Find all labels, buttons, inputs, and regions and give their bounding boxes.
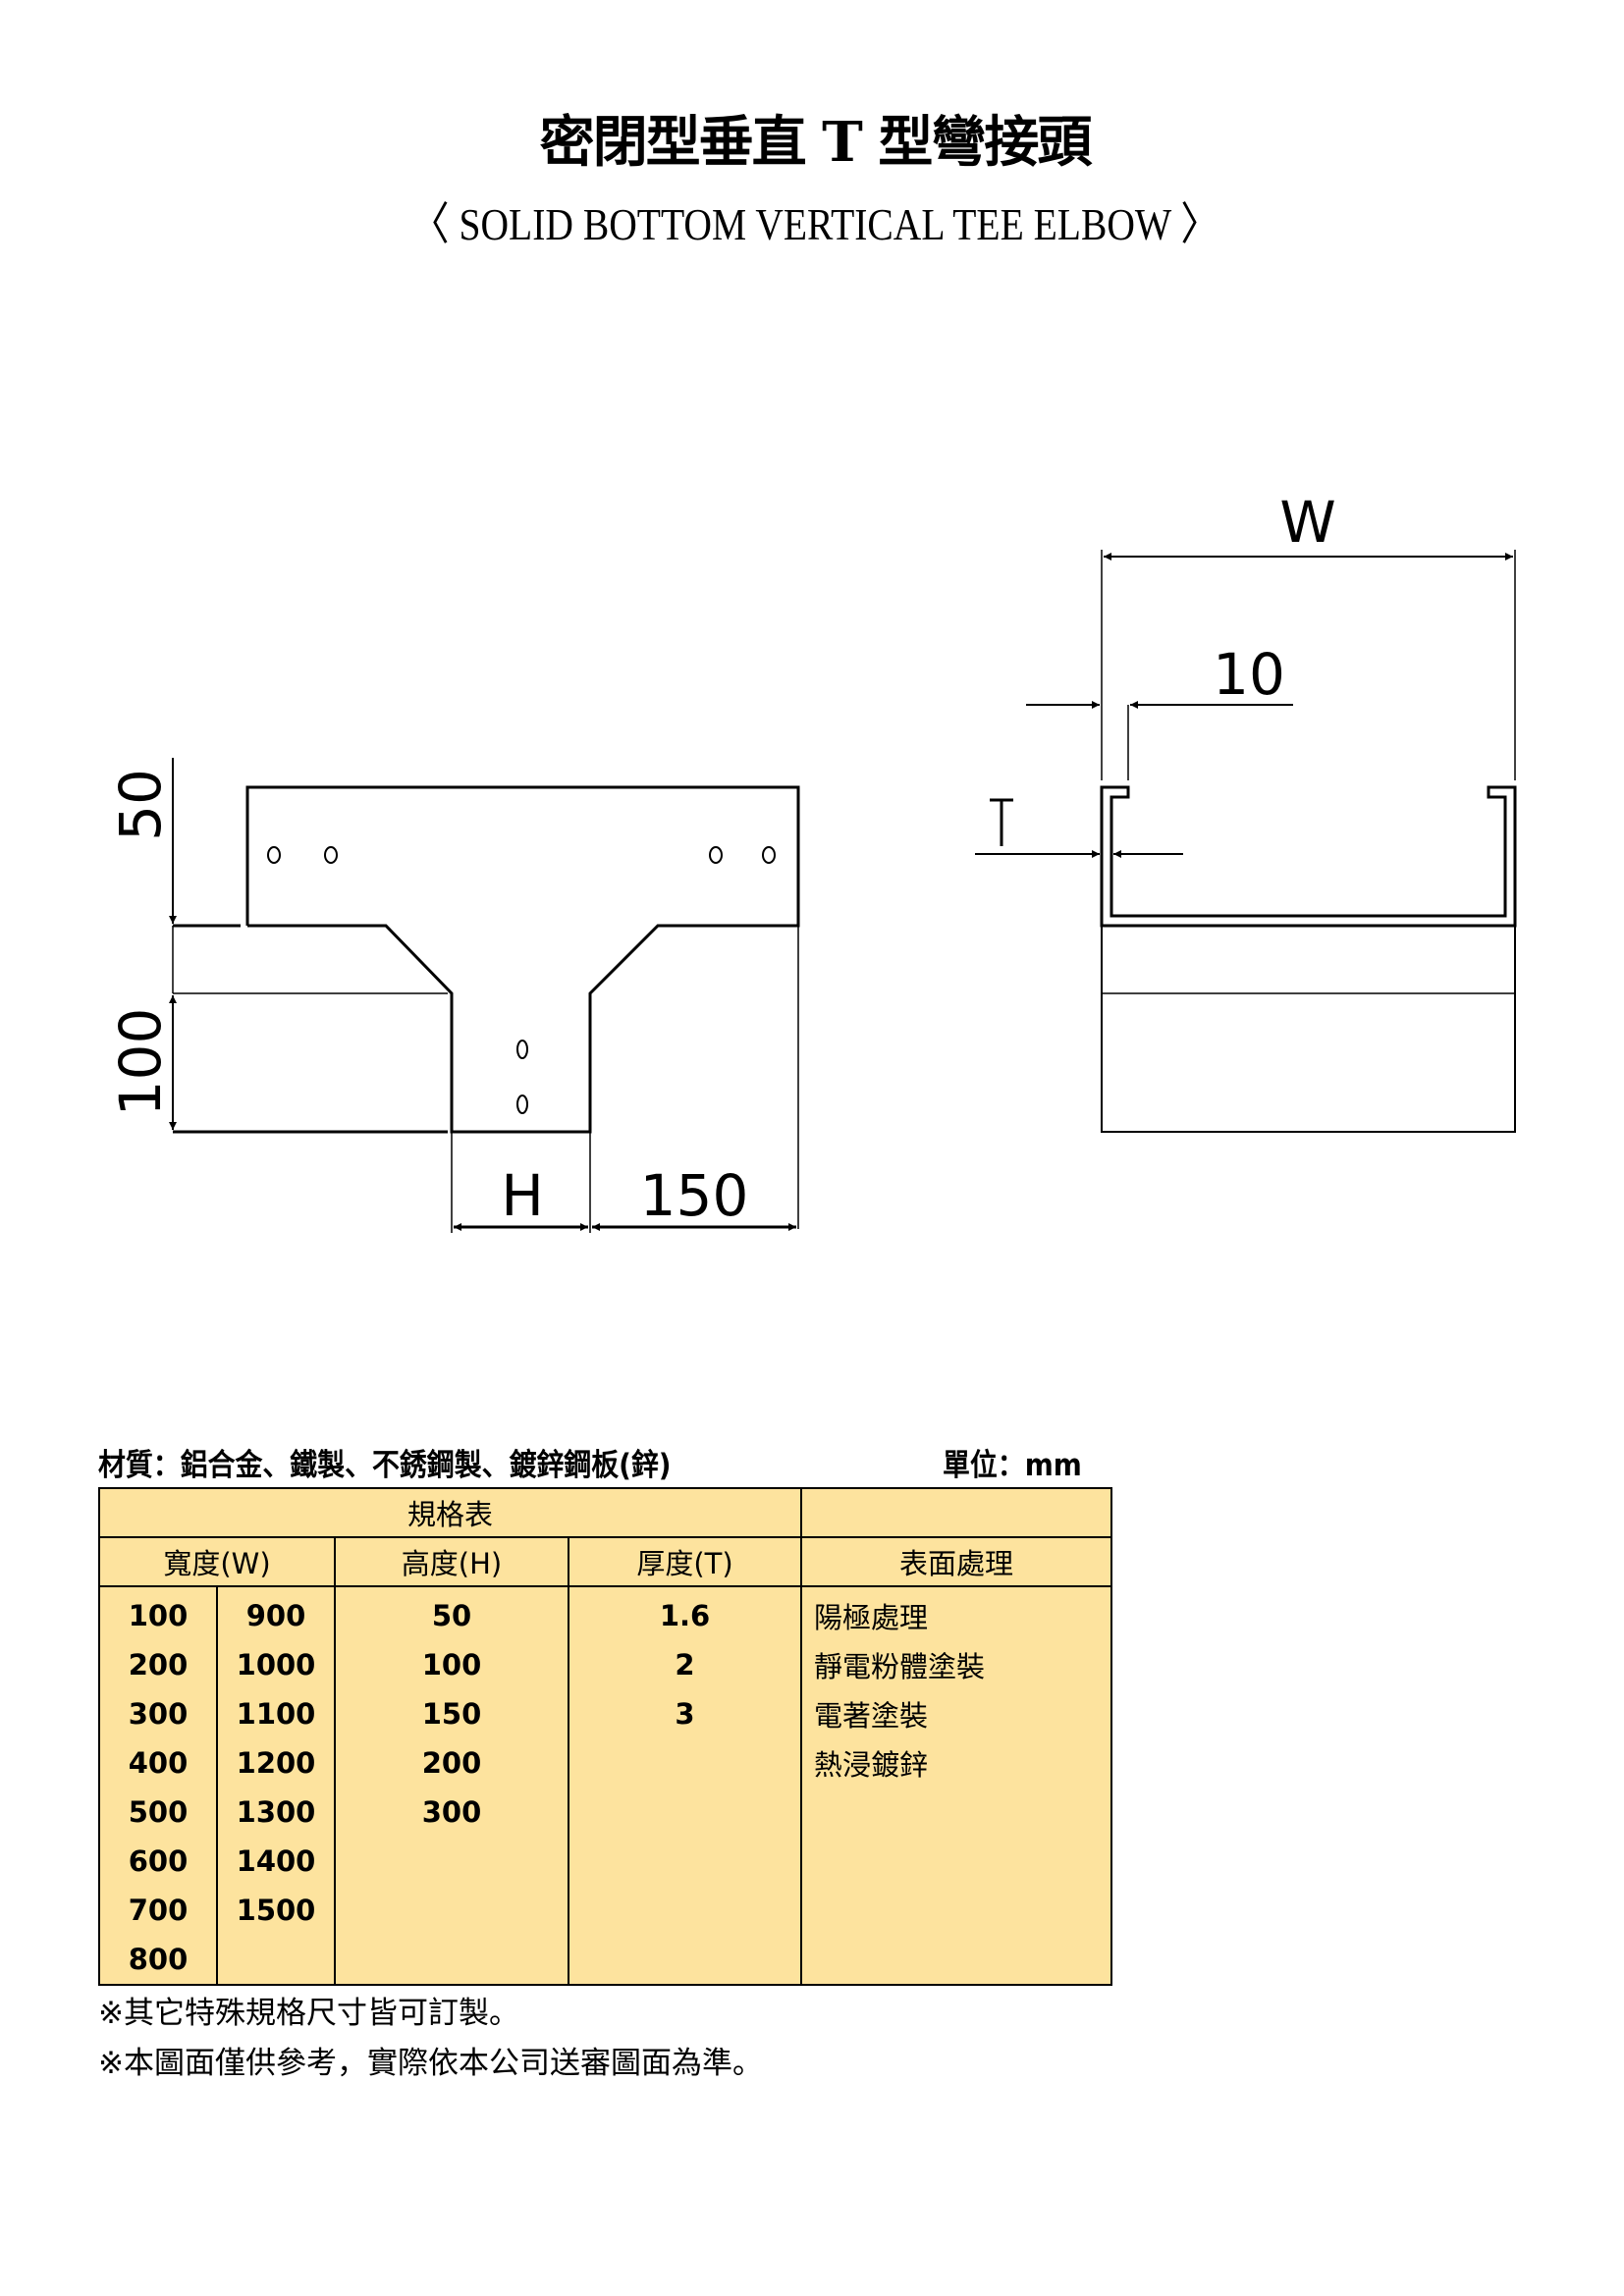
height-cell: [334, 1935, 569, 1986]
table-row: 800: [98, 1935, 1112, 1986]
surface-cell: 熱浸鍍鋅: [800, 1738, 1112, 1788]
width-cell: 900: [216, 1586, 336, 1640]
surface-cell: 靜電粉體塗裝: [800, 1640, 1112, 1689]
dim-label-100: 100: [107, 1008, 174, 1117]
height-cell: 150: [334, 1689, 569, 1738]
technical-drawing: 50 100 H 150 W 10 T: [107, 489, 1517, 1233]
thickness-cell: [568, 1886, 802, 1935]
width-cell: 1300: [216, 1788, 336, 1837]
surface-cell: [800, 1935, 1112, 1986]
surface-cell: [800, 1788, 1112, 1837]
thickness-cell: [568, 1788, 802, 1837]
front-view: [169, 758, 800, 1233]
height-cell: 200: [334, 1738, 569, 1788]
width-cell: 600: [98, 1837, 218, 1886]
bolt-holes: [267, 846, 776, 1114]
dim-label-150: 150: [640, 1162, 749, 1229]
dim-label-50: 50: [107, 769, 174, 841]
header-surface: 表面處理: [800, 1536, 1112, 1587]
tee-outline: [245, 785, 800, 1134]
height-cell: 100: [334, 1640, 569, 1689]
width-cell: 700: [98, 1886, 218, 1935]
channel-profile: [1100, 785, 1517, 928]
surface-cell: 電著塗裝: [800, 1689, 1112, 1738]
thickness-cell: 1.6: [568, 1586, 802, 1640]
header-height: 高度(H): [334, 1536, 569, 1587]
height-cell: [334, 1886, 569, 1935]
surface-cell: 陽極處理: [800, 1586, 1112, 1640]
unit-label: 單位：mm: [943, 1448, 1082, 1483]
width-cell: 1100: [216, 1689, 336, 1738]
dim-label-h: H: [501, 1162, 544, 1229]
width-cell: 800: [98, 1935, 218, 1986]
height-cell: 300: [334, 1788, 569, 1837]
surface-cell: [800, 1886, 1112, 1935]
note-reference: ※本圖面僅供參考，實際依本公司送審圖面為準。: [98, 2046, 763, 2081]
thickness-cell: 3: [568, 1689, 802, 1738]
thickness-cell: 2: [568, 1640, 802, 1689]
header-thickness: 厚度(T): [568, 1536, 802, 1587]
width-cell: 1500: [216, 1886, 336, 1935]
width-cell: 300: [98, 1689, 218, 1738]
dim-label-10: 10: [1213, 641, 1285, 708]
thickness-cell: [568, 1837, 802, 1886]
width-cell: [216, 1935, 336, 1986]
width-cell: 1200: [216, 1738, 336, 1788]
height-cell: 50: [334, 1586, 569, 1640]
thickness-cell: [568, 1935, 802, 1986]
note-custom: ※其它特殊規格尺寸皆可訂製。: [98, 1996, 519, 2031]
header-width: 寬度(W): [98, 1536, 336, 1587]
height-cell: [334, 1837, 569, 1886]
width-cell: 100: [98, 1586, 218, 1640]
thickness-cell: [568, 1738, 802, 1788]
page-title: 密閉型垂直 T 型彎接頭: [539, 110, 1093, 175]
material-label: 材質：鋁合金、鐵製、不銹鋼製、鍍鋅鋼板(鋅): [98, 1448, 672, 1483]
page-subtitle: 〈 SOLID BOTTOM VERTICAL TEE ELBOW 〉: [410, 199, 1219, 249]
width-cell: 1400: [216, 1837, 336, 1886]
surface-cell: [800, 1837, 1112, 1886]
width-cell: 400: [98, 1738, 218, 1788]
spec-table-title: 規格表: [98, 1487, 802, 1538]
width-cell: 200: [98, 1640, 218, 1689]
side-view: [975, 550, 1517, 1133]
dim-label-w: W: [1279, 489, 1335, 556]
width-cell: 500: [98, 1788, 218, 1837]
width-cell: 1000: [216, 1640, 336, 1689]
